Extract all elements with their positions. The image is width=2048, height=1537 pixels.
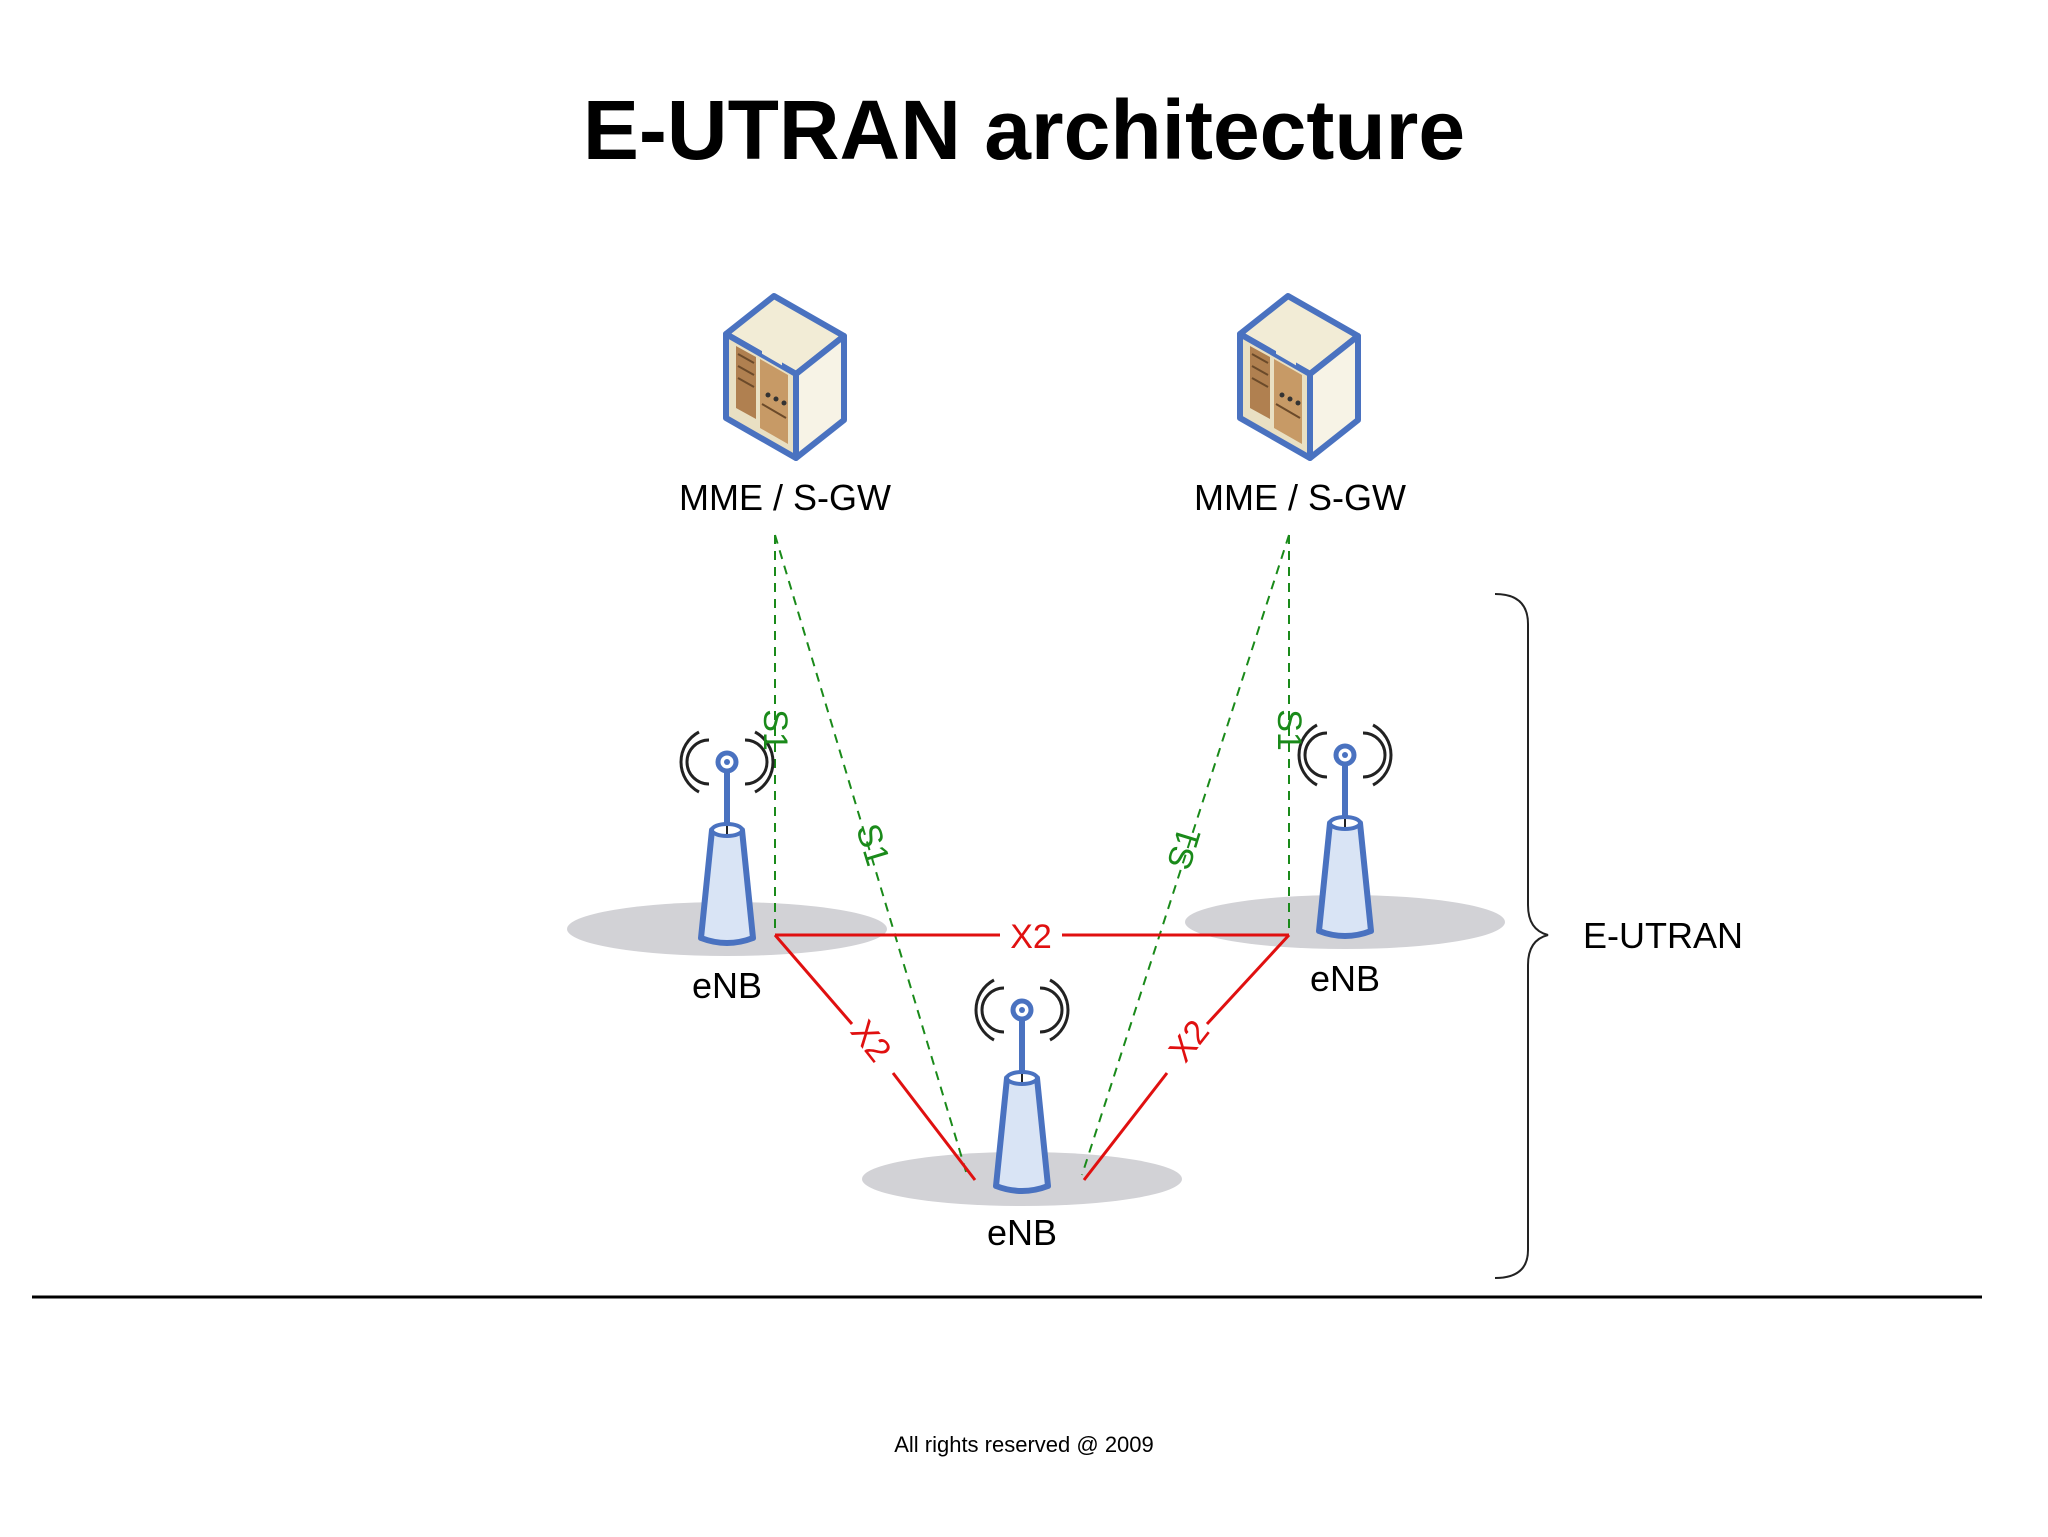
e-utran-brace (1494, 593, 1549, 1279)
x2-link-left-b (891, 1072, 977, 1181)
server-icon (726, 296, 844, 458)
s1-link-right-enb-bottom (1081, 534, 1290, 1176)
e-utran-label: E-UTRAN (1583, 915, 1743, 956)
enb-right-label: eNB (1310, 958, 1380, 999)
server-icon (1240, 296, 1358, 458)
enb-left-label: eNB (692, 965, 762, 1006)
core-right-label: MME / S-GW (1194, 477, 1406, 518)
enb-bottom-label: eNB (987, 1212, 1057, 1253)
x2-label: X2 (1010, 918, 1052, 956)
s1-label: S1 (756, 709, 794, 751)
footer-copyright: All rights reserved @ 2009 (894, 1432, 1154, 1457)
s1-label: S1 (1270, 709, 1308, 751)
x2-link-right-b (1082, 1072, 1169, 1181)
page-title: E-UTRAN architecture (582, 83, 1466, 177)
s1-label: S1 (1160, 823, 1209, 874)
x2-link-right-a (1205, 933, 1291, 1026)
x2-link-left-a (773, 934, 854, 1025)
s1-label: S1 (848, 819, 897, 870)
core-left-label: MME / S-GW (679, 477, 891, 518)
